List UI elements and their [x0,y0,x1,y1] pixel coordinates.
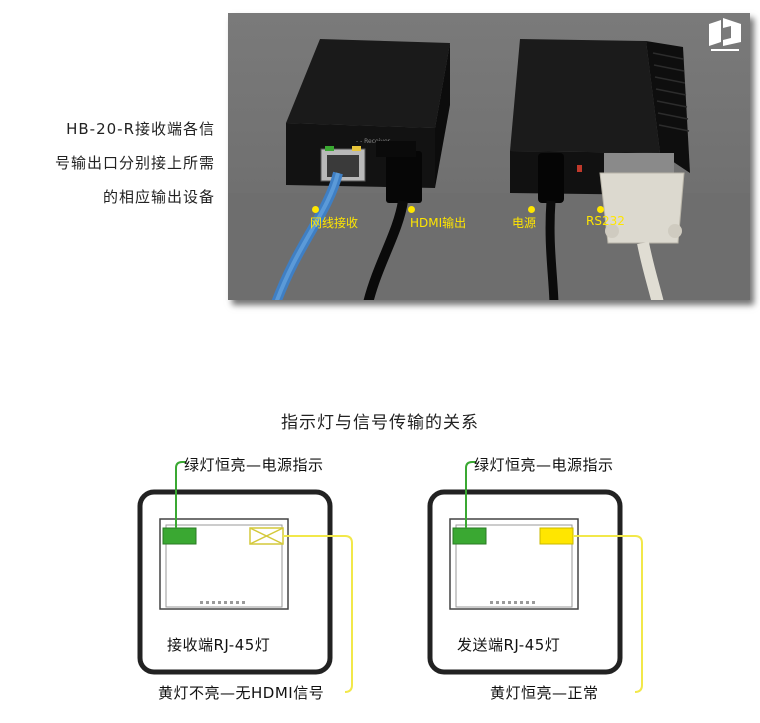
label-rs232: RS232 [586,214,625,228]
hdmi-marker-dot [408,206,415,213]
power-marker-dot [528,206,535,213]
description-text: HB-20-R接收端各信 号输出口分别接上所需 的相应输出设备 [0,112,215,214]
indicator-diagrams [137,461,643,693]
description-line-2: 号输出口分别接上所需 [54,154,215,172]
receiver-rj45-diagram [137,461,353,693]
description-line-3: 的相应输出设备 [102,188,215,206]
sender-green-label: 绿灯恒亮—电源指示 [474,456,614,474]
section-title: 指示灯与信号传输的关系 [281,413,479,433]
receiver-yellow-label: 黄灯不亮—无HDMI信号 [158,684,325,702]
label-hdmi: HDMI输出 [410,216,467,230]
sender-caption: 发送端RJ-45灯 [457,636,561,654]
brand-logo [707,16,743,56]
sender-rj45-diagram [427,461,643,693]
receiver-caption: 接收端RJ-45灯 [167,636,271,654]
product-photo: - - Receiver - - [228,13,750,300]
description-line-1: HB-20-R接收端各信 [66,120,215,138]
sender-yellow-label: 黄灯恒亮—正常 [490,684,599,702]
rs232-marker-dot [597,206,604,213]
receiver-green-label: 绿灯恒亮—电源指示 [184,456,324,474]
label-lan: 网线接收 [310,216,359,230]
lan-marker-dot [312,206,319,213]
device-illustration: - - Receiver - - [228,39,750,300]
label-power: 电源 [512,216,537,230]
